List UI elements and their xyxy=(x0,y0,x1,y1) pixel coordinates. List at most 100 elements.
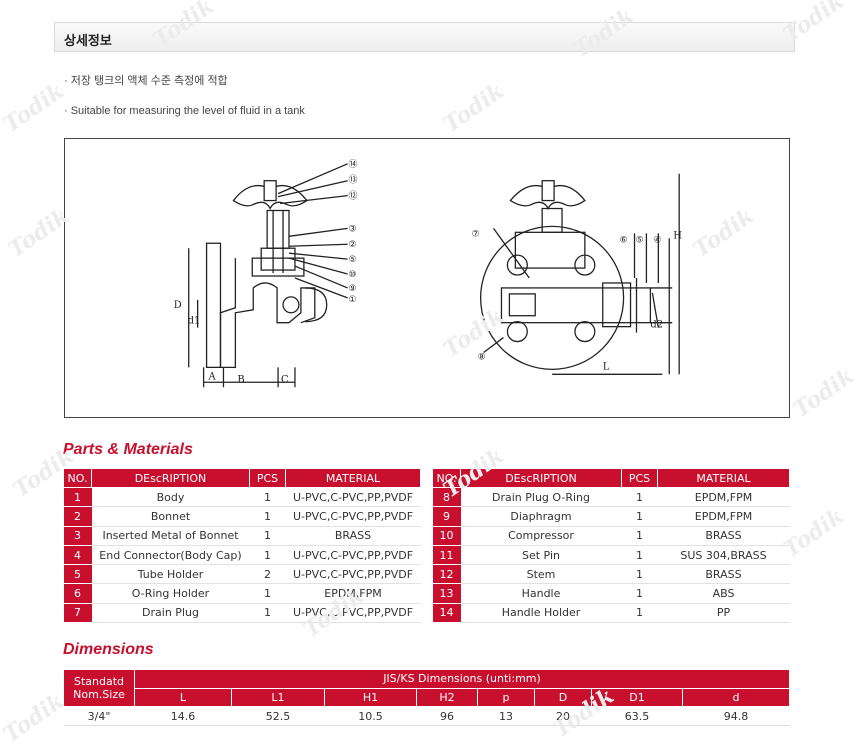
cell-no: 5 xyxy=(63,564,92,585)
cell-pcs: 1 xyxy=(621,583,658,604)
callout-12: ⑫ xyxy=(349,191,358,202)
callout-5r: ⑤ xyxy=(636,235,644,245)
cell-desc: Compressor xyxy=(460,526,622,546)
label-H: H xyxy=(673,230,682,241)
cell-mat: SUS 304,BRASS xyxy=(657,545,790,566)
col-nom-size: Standatd Nom.Size xyxy=(63,669,135,707)
watermark: Todik xyxy=(438,77,509,139)
cell-mat: BRASS xyxy=(657,564,790,585)
watermark: Todik xyxy=(0,687,69,748)
cell-D1: 63.5 xyxy=(591,706,683,726)
callout-3: ③ xyxy=(349,224,357,234)
cell-mat: BRASS xyxy=(285,526,421,546)
cell-desc: Set Pin xyxy=(460,545,622,566)
dimensions-title: Dimensions xyxy=(63,641,154,658)
label-A: A xyxy=(208,371,217,382)
cell-no: 13 xyxy=(432,583,461,604)
cell-no: 9 xyxy=(432,506,461,527)
col-group-jis-ks: JIS/KS Dimensions (unti:mm) xyxy=(134,669,790,689)
cell-mat: EPDM,FPM xyxy=(285,583,421,604)
cell-desc: Bonnet xyxy=(91,506,250,527)
cell-pcs: 1 xyxy=(249,487,286,508)
cell-mat: PP xyxy=(657,603,790,624)
col-D1: D1 xyxy=(591,687,683,707)
callout-1: ① xyxy=(349,295,357,305)
cell-desc: End Connector(Body Cap) xyxy=(91,545,250,566)
label-C: C xyxy=(281,374,289,385)
col-pcs: PCS xyxy=(621,468,658,488)
cell-pcs: 2 xyxy=(249,564,286,585)
cell-pcs: 1 xyxy=(249,603,286,624)
cell-mat: ABS xyxy=(657,583,790,604)
callout-5: ⑤ xyxy=(349,255,357,265)
cell-mat: EPDM,FPM xyxy=(657,487,790,508)
col-material: MATERIAL xyxy=(285,468,421,488)
col-D: D xyxy=(534,687,592,707)
cell-no: 10 xyxy=(432,526,461,546)
cell-pcs: 1 xyxy=(621,487,658,508)
cell-D: 20 xyxy=(534,706,592,726)
technical-drawing: D d1 A B C L H d2 ⑭ ⑬ ⑫ ③ ② ⑤ ⑩ ⑨ ① ⑦ ⑥ … xyxy=(64,138,790,418)
cell-no: 2 xyxy=(63,506,92,527)
col-d: d xyxy=(682,687,790,707)
cell-no: 6 xyxy=(63,583,92,604)
cell-mat: EPDM,FPM xyxy=(657,506,790,527)
cell-pcs: 1 xyxy=(249,545,286,566)
cell-pcs: 1 xyxy=(621,545,658,566)
cell-H2: 96 xyxy=(416,706,478,726)
cell-pcs: 1 xyxy=(249,526,286,546)
col-no: NO. xyxy=(432,468,461,488)
cell-L: 14.6 xyxy=(134,706,232,726)
cell-pcs: 1 xyxy=(249,583,286,604)
dimensions-table: Standatd Nom.Size JIS/KS Dimensions (unt… xyxy=(63,669,790,726)
cell-desc: Diaphragm xyxy=(460,506,622,527)
table-row: 3/4" 14.6 52.5 10.5 96 13 20 63.5 94.8 xyxy=(63,706,790,726)
callout-2: ② xyxy=(349,240,357,250)
col-L: L xyxy=(134,687,232,707)
cell-no: 14 xyxy=(432,603,461,624)
cell-L1: 52.5 xyxy=(231,706,325,726)
col-pcs: PCS xyxy=(249,468,286,488)
cell-desc: Body xyxy=(91,487,250,508)
cell-desc: Tube Holder xyxy=(91,564,250,585)
section-header-text: 상세정보 xyxy=(64,33,112,48)
cell-mat: U-PVC,C-PVC,PP,PVDF xyxy=(285,487,421,508)
col-p: p xyxy=(477,687,535,707)
cell-mat: BRASS xyxy=(657,526,790,546)
cell-pcs: 1 xyxy=(621,564,658,585)
cell-H1: 10.5 xyxy=(324,706,417,726)
cell-desc: Drain Plug O-Ring xyxy=(460,487,622,508)
callout-9: ⑨ xyxy=(349,284,357,294)
cell-pcs: 1 xyxy=(621,526,658,546)
col-L1: L1 xyxy=(231,687,325,707)
col-description: DEscRIPTION xyxy=(460,468,622,488)
col-material: MATERIAL xyxy=(657,468,790,488)
cell-d: 94.8 xyxy=(682,706,790,726)
section-header: 상세정보 xyxy=(54,22,795,52)
cell-pcs: 1 xyxy=(249,506,286,527)
cell-desc: O-Ring Holder xyxy=(91,583,250,604)
cell-no: 3 xyxy=(63,526,92,546)
col-description: DEscRIPTION xyxy=(91,468,250,488)
valve-drawing-svg: D d1 A B C L H d2 ⑭ ⑬ ⑫ ③ ② ⑤ ⑩ ⑨ ① ⑦ ⑥ … xyxy=(174,159,682,388)
label-d1: d1 xyxy=(188,316,201,327)
callout-4: ④ xyxy=(653,235,661,245)
label-D: D xyxy=(174,300,182,311)
cell-desc: Handle xyxy=(460,583,622,604)
cell-pcs: 1 xyxy=(621,506,658,527)
